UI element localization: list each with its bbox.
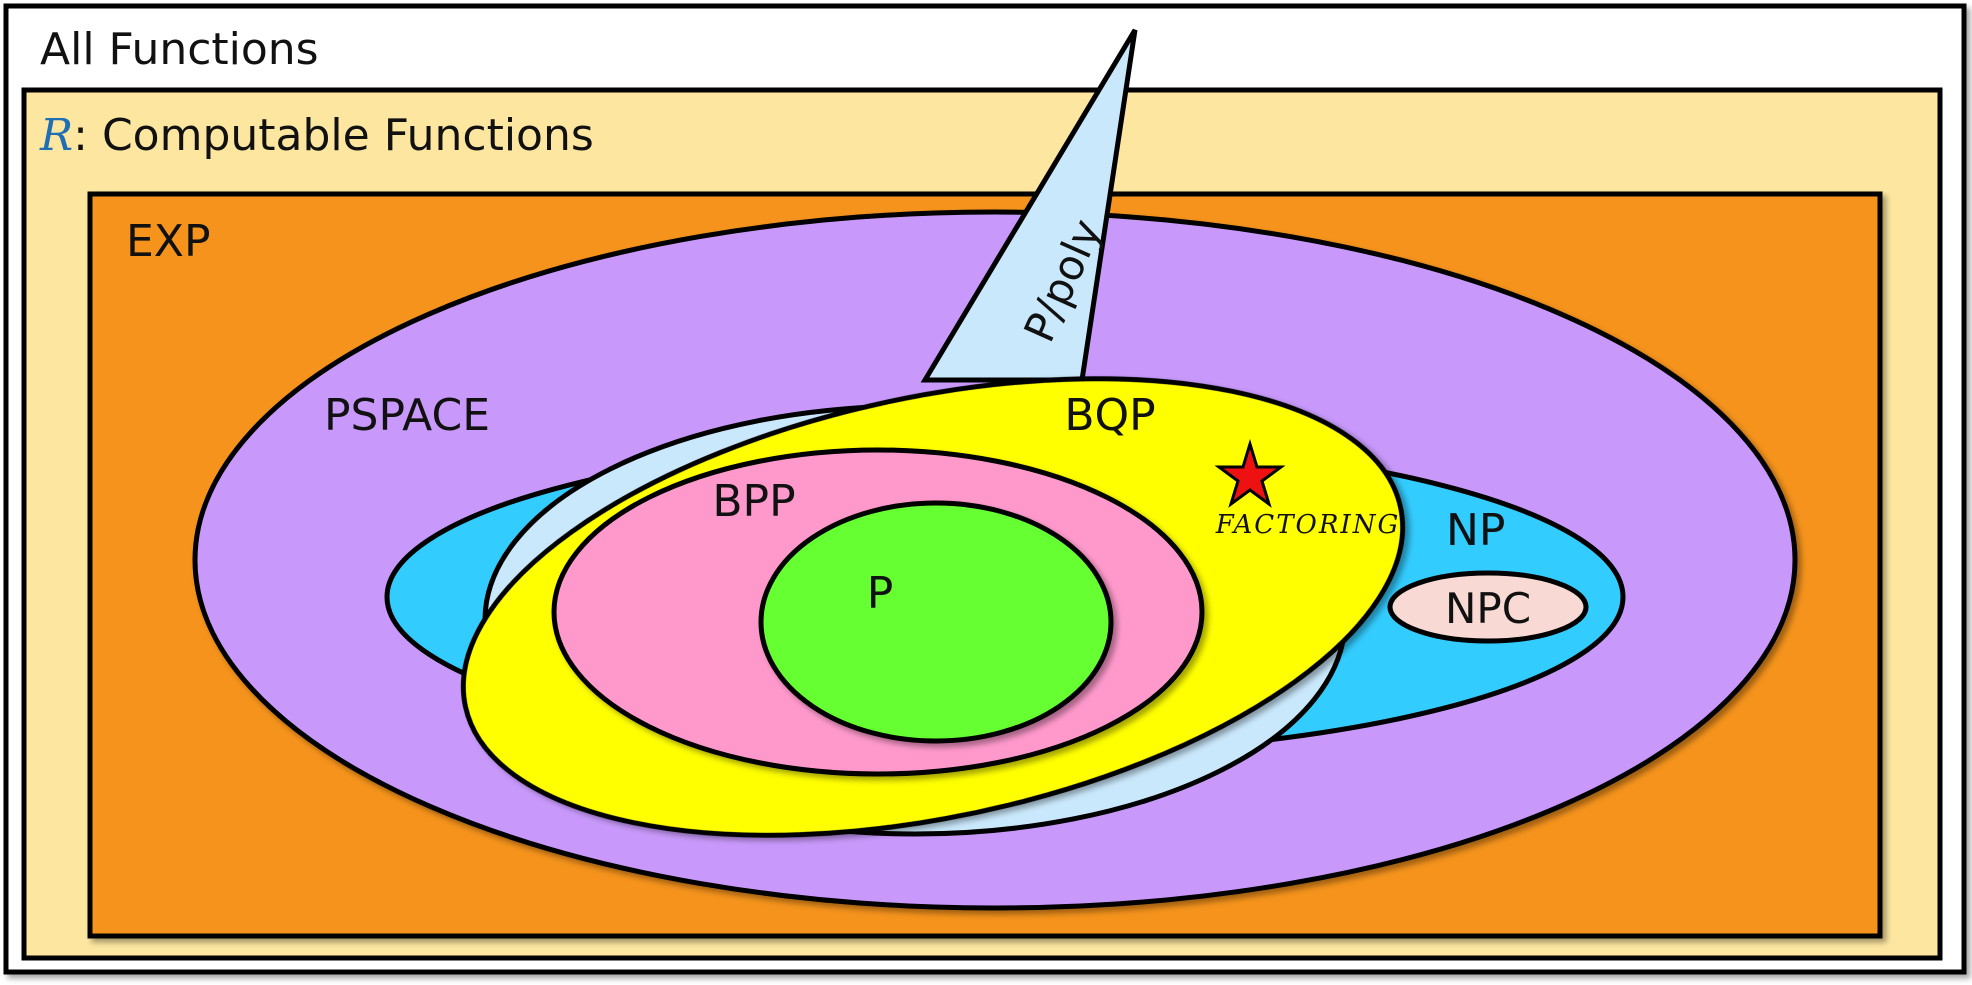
computable-symbol: R (39, 110, 73, 161)
factoring-star-icon (1214, 438, 1286, 508)
p-label: P (867, 568, 894, 619)
p-region (758, 500, 1114, 744)
bqp-label: BQP (1064, 390, 1155, 441)
exp-label: EXP (126, 216, 210, 267)
bpp-label: BPP (712, 476, 795, 527)
np-label: NP (1446, 505, 1505, 556)
factoring-label: FACTORING (1215, 510, 1400, 540)
ppoly-spike (920, 28, 1138, 383)
npc-label: NPC (1445, 584, 1531, 633)
pspace-label: PSPACE (324, 390, 490, 441)
all-functions-label: All Functions (40, 24, 319, 75)
npc-region (1387, 570, 1589, 644)
computable-text: : Computable Functions (73, 110, 594, 161)
computable-functions-label: R: Computable Functions (39, 110, 594, 161)
